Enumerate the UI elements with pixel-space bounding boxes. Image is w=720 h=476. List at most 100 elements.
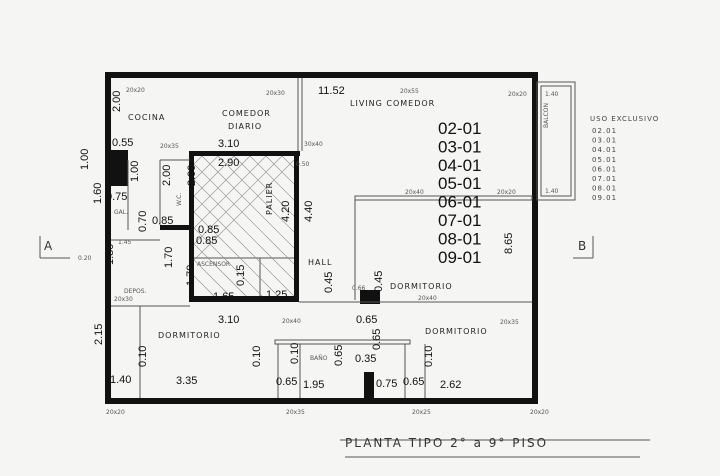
unit-number: 05-01 (438, 174, 481, 193)
dimensions-d065e: 0.65 (403, 376, 424, 388)
columns-c5: 30x40 (304, 141, 323, 148)
columns-c3: 20x55 (400, 88, 419, 95)
uso-exclusivo-item: 05.01 (592, 156, 617, 164)
hatch-line (233, 156, 294, 217)
columns-c6: 20x35 (160, 143, 179, 150)
dimensions-d165: 1.65 (213, 291, 234, 303)
dimensions-d010d: 0.10 (423, 346, 435, 367)
dimensions-d010a: 0.10 (137, 346, 149, 367)
rooms-cocina: COCINA (128, 113, 165, 122)
unit-number: 04-01 (438, 156, 481, 175)
hatch-line (298, 156, 438, 296)
dimensions-d100b: 1.00 (129, 161, 141, 182)
hatch-line (194, 156, 267, 229)
dimensions-d310a: 3.10 (218, 138, 239, 150)
dimensions-d215: 2.15 (93, 324, 105, 345)
rooms-dormitorio3: DORMITORIO (425, 327, 488, 336)
shaft-bano (364, 372, 374, 400)
sections-b: B (578, 239, 588, 253)
columns-c11: 20x40 (282, 318, 301, 325)
dimensions-d200c: 2.00 (186, 165, 198, 186)
hatch-line (0, 156, 106, 296)
columns-c4: 20x20 (508, 91, 527, 98)
dimensions-d045b: 0.45 (373, 271, 385, 292)
dimensions-d020: 0.20 (78, 255, 92, 262)
hatch-line (194, 163, 294, 265)
wall-top (105, 72, 538, 78)
hatch-line (194, 195, 294, 296)
wall-bottom (105, 398, 538, 404)
hatch-line (194, 156, 219, 181)
rooms-dormitorio1: DORMITORIO (390, 282, 453, 291)
hatch-line (194, 243, 247, 296)
dimensions-d200a: 2.00 (111, 91, 123, 112)
wall-gal (160, 225, 192, 230)
balcony (536, 81, 576, 201)
uso-exclusivo-item: 08.01 (592, 185, 617, 193)
unit-number: 09-01 (438, 248, 481, 267)
dimensions-d140a: 1.40 (545, 91, 559, 98)
dimensions-d310b: 3.10 (218, 314, 239, 326)
dimensions-d085b: 0.85 (198, 224, 219, 236)
wall-depos (105, 230, 111, 302)
wall-stair-top (190, 151, 300, 156)
dimensions-d070: 0.70 (137, 211, 149, 232)
unit-number: 02-01 (438, 119, 481, 138)
rooms-gal: GAL. (114, 209, 128, 216)
hatch-line (0, 156, 74, 296)
dimensions-d170b: 1.70 (185, 265, 197, 286)
hatch-line (194, 179, 294, 281)
rooms-hall: HALL (308, 258, 332, 267)
dimensions-d066: 0.66 (352, 285, 366, 292)
hatch-line (201, 156, 294, 249)
rooms-comedor: COMEDOR (222, 109, 271, 118)
dimensions-d440: 4.40 (303, 201, 315, 222)
dimensions-d262: 2.62 (440, 379, 461, 391)
dimensions-d010c: 0.10 (289, 343, 301, 364)
rooms-living: LIVING COMEDOR (350, 99, 435, 108)
dimensions-d085c: 0.85 (196, 235, 217, 247)
dimensions-d075b: 0.75 (376, 378, 397, 390)
dimensions-d170a: 1.70 (163, 247, 175, 268)
hatch-line (249, 156, 294, 201)
dimensions-d035: 0.35 (355, 353, 376, 365)
columns-c13: 20x20 (106, 409, 125, 416)
hatch-line (30, 156, 170, 296)
uso-exclusivo-item: 02.01 (592, 127, 617, 135)
columns-c14: 20x35 (286, 409, 305, 416)
hatch-line (194, 156, 251, 213)
dimensions-d015: 0.15 (235, 265, 247, 286)
unit-number: 07-01 (438, 211, 481, 230)
uso-exclusivo-item: 09.01 (592, 194, 617, 202)
shaft (110, 150, 128, 186)
wall-right (532, 72, 538, 404)
wall-stair-bottom (189, 296, 299, 302)
unit-number: 03-01 (438, 137, 481, 156)
wall-stair-right (294, 151, 299, 301)
partitions (39, 78, 650, 458)
dimensions-d140c: 1.40 (110, 374, 131, 386)
dimensions-d010b: 0.10 (251, 346, 263, 367)
hatch-line (265, 156, 294, 185)
dimensions-d065b: 0.65 (276, 376, 297, 388)
dimensions-d160: 1.60 (92, 183, 104, 204)
hatch-line (194, 156, 283, 245)
dimensions-d420: 4.20 (280, 201, 292, 222)
walls (105, 72, 538, 404)
dimensions-d050: 0.50 (296, 161, 310, 168)
columns-c10: 20x40 (418, 295, 437, 302)
uso-exclusivo-item: 07.01 (592, 175, 617, 183)
rooms-balcon: BALCON (543, 103, 550, 128)
hatch-line (0, 156, 90, 296)
columns-c8: 20x20 (497, 189, 516, 196)
uso-exclusivo-heading: USO EXCLUSIVO (590, 115, 659, 123)
columns-c16: 20x20 (530, 409, 549, 416)
hatch-line (194, 159, 294, 261)
columns-c1: 20x20 (126, 87, 145, 94)
dimensions-d140b: 1.40 (545, 188, 559, 195)
dimensions-d145: 1.45 (118, 239, 132, 246)
dimensions-d065a: 0.65 (356, 314, 377, 326)
rooms-diario: DIARIO (228, 122, 262, 131)
dimensions-d075: 0.75 (106, 191, 127, 203)
